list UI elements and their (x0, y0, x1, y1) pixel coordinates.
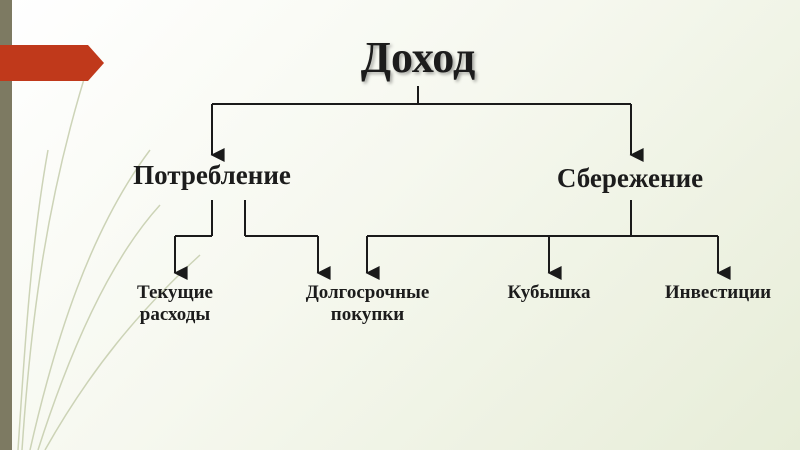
node-current-expenses-line2: расходы (139, 304, 211, 326)
node-long-term-purchases: Долгосрочные покупки (285, 282, 450, 327)
node-current-expenses-line1: Текущие (137, 282, 213, 303)
arrow-tip-decoration (0, 45, 104, 81)
diagram-root-title: Доход (360, 33, 476, 82)
node-consumption: Потребление (133, 160, 291, 190)
node-savings: Сбережение (556, 163, 704, 193)
node-investments: Инвестиции (664, 282, 772, 303)
node-long-term-purchases-line2: покупки (330, 304, 405, 326)
left-sidebar-bar (0, 0, 12, 450)
node-current-expenses: Текущие расходы (100, 282, 250, 327)
node-piggy-bank: Кубышка (507, 282, 591, 303)
node-long-term-purchases-line1: Долгосрочные (305, 282, 430, 303)
